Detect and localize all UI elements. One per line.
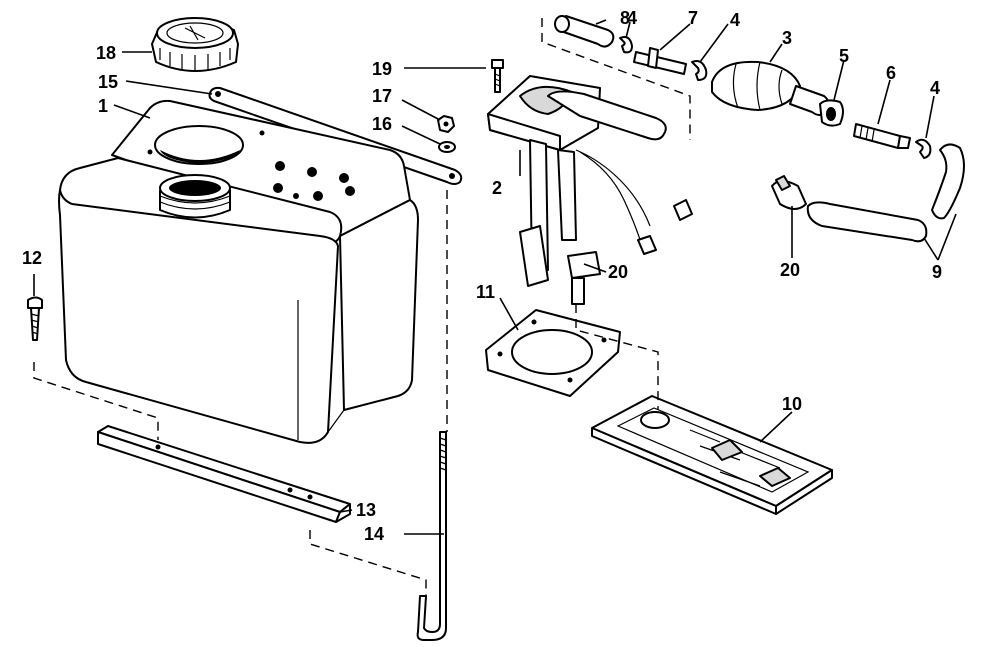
clamp-part-b	[691, 60, 708, 81]
callout-12: 12	[22, 248, 42, 268]
fuel-hose-part-9	[806, 143, 965, 243]
callout-1: 1	[98, 96, 108, 116]
callout-5: 5	[839, 46, 849, 66]
callout-11: 11	[476, 282, 495, 302]
callout-20-pickup: 20	[608, 262, 628, 282]
callout-2: 2	[492, 178, 502, 198]
callout-8: 8	[620, 8, 630, 28]
callout-7: 7	[688, 8, 698, 28]
callout-6: 6	[886, 63, 896, 83]
callout-4-left: 4	[627, 8, 637, 28]
clamp-part-c	[915, 138, 932, 159]
leader-lines	[33, 19, 957, 535]
callout-labels: 18 15 1 19 17 16 8 4 7 4 3 5 6 4 2 20 20…	[22, 8, 942, 544]
connector-part-6	[853, 123, 911, 149]
callout-18: 18	[96, 43, 116, 63]
washer-part	[438, 141, 456, 153]
hose-part-8	[554, 15, 615, 48]
mounting-screw-part	[27, 296, 43, 341]
fuel-pickup-assembly-part	[487, 75, 693, 305]
callout-4-right: 4	[930, 78, 940, 98]
fuel-tank-part	[58, 99, 419, 444]
gasket-part	[485, 309, 621, 397]
clamp-part-a	[619, 36, 633, 54]
filler-cap-part	[151, 17, 239, 72]
callout-15: 15	[98, 72, 118, 92]
mounting-bracket-part	[97, 425, 351, 523]
callout-20-hose: 20	[780, 260, 800, 280]
callout-13: 13	[356, 500, 376, 520]
assembly-lines	[33, 18, 691, 600]
nut-part	[437, 115, 455, 133]
sending-unit-plate-part	[591, 395, 833, 515]
callout-19: 19	[372, 59, 392, 79]
callout-16: 16	[372, 114, 392, 134]
callout-14: 14	[364, 524, 384, 544]
bolt-part	[491, 59, 504, 93]
callout-3: 3	[782, 28, 792, 48]
hose-clamp-part-20	[771, 175, 807, 210]
hold-down-rod-part	[416, 431, 447, 641]
callout-10: 10	[782, 394, 802, 414]
callout-17: 17	[372, 86, 392, 106]
primer-bulb-part	[711, 60, 830, 116]
connector-part-7	[633, 47, 687, 75]
ring-part-5	[819, 99, 844, 127]
callout-9: 9	[932, 262, 942, 282]
callout-4-mid: 4	[730, 10, 740, 30]
